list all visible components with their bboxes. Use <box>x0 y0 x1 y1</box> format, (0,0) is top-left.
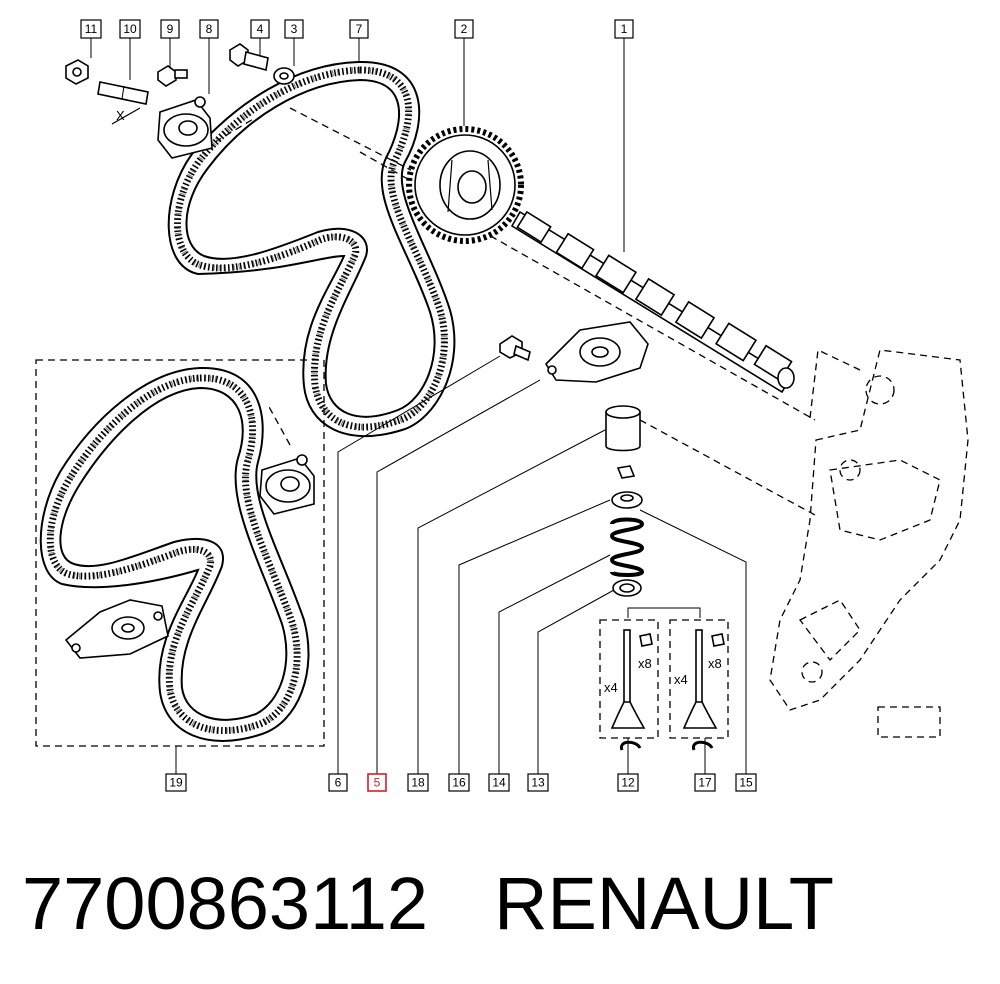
timing-belt <box>167 60 456 438</box>
svg-text:2: 2 <box>461 22 468 36</box>
callout-5[interactable]: 5 <box>367 773 387 792</box>
callout-16[interactable]: 16 <box>448 773 470 792</box>
brand-name: RENAULT <box>494 861 834 945</box>
callout-15[interactable]: 15 <box>735 773 757 792</box>
callout-12[interactable]: 12 <box>617 773 639 792</box>
svg-text:9: 9 <box>167 22 174 36</box>
qty-valves-left: x4 <box>604 680 618 695</box>
callout-14[interactable]: 14 <box>488 773 510 792</box>
qty-valves-right: x4 <box>674 672 688 687</box>
svg-text:18: 18 <box>411 776 425 790</box>
svg-text:7: 7 <box>356 22 363 36</box>
camshaft <box>510 210 795 394</box>
belt-kit-group <box>35 359 325 747</box>
callout-19[interactable]: 19 <box>165 773 187 792</box>
callout-3[interactable]: 3 <box>284 19 304 39</box>
svg-text:16: 16 <box>452 776 466 790</box>
part-number: 7700863112 <box>22 861 429 945</box>
leader-lines <box>90 38 747 774</box>
guide-lines <box>214 107 861 516</box>
valve-train-parts <box>605 405 645 597</box>
qty-keepers-left: x8 <box>638 656 652 671</box>
svg-text:12: 12 <box>621 776 635 790</box>
valves-group: x4 x8 x4 x8 <box>599 619 729 751</box>
svg-text:6: 6 <box>335 776 342 790</box>
svg-text:17: 17 <box>698 776 712 790</box>
callout-11[interactable]: 11 <box>80 19 102 39</box>
x-mark: X <box>116 108 125 123</box>
svg-text:3: 3 <box>291 22 298 36</box>
svg-text:8: 8 <box>206 22 213 36</box>
svg-text:1: 1 <box>621 22 628 36</box>
svg-text:15: 15 <box>739 776 753 790</box>
camshaft-sprocket <box>406 126 524 244</box>
svg-text:19: 19 <box>169 776 183 790</box>
svg-text:5: 5 <box>374 776 381 790</box>
callout-8[interactable]: 8 <box>199 19 219 39</box>
callout-6[interactable]: 6 <box>328 773 348 792</box>
callout-13[interactable]: 13 <box>527 773 549 792</box>
tensioner-bracket <box>499 321 649 383</box>
svg-text:11: 11 <box>85 22 98 36</box>
svg-text:4: 4 <box>257 22 264 36</box>
callout-17[interactable]: 17 <box>694 773 716 792</box>
svg-text:10: 10 <box>123 22 137 36</box>
svg-text:13: 13 <box>531 776 545 790</box>
callout-2[interactable]: 2 <box>454 19 474 39</box>
part-caption: 7700863112 RENAULT <box>22 858 834 948</box>
callout-1[interactable]: 1 <box>614 19 634 39</box>
callout-9[interactable]: 9 <box>160 19 180 39</box>
callout-4[interactable]: 4 <box>250 19 270 39</box>
qty-keepers-right: x8 <box>708 656 722 671</box>
callout-7[interactable]: 7 <box>349 19 369 39</box>
cylinder-head-outline <box>769 349 969 738</box>
callout-18[interactable]: 18 <box>407 773 429 792</box>
tensioner-parts: X <box>65 43 295 159</box>
callout-10[interactable]: 10 <box>119 19 141 39</box>
svg-text:14: 14 <box>492 776 506 790</box>
